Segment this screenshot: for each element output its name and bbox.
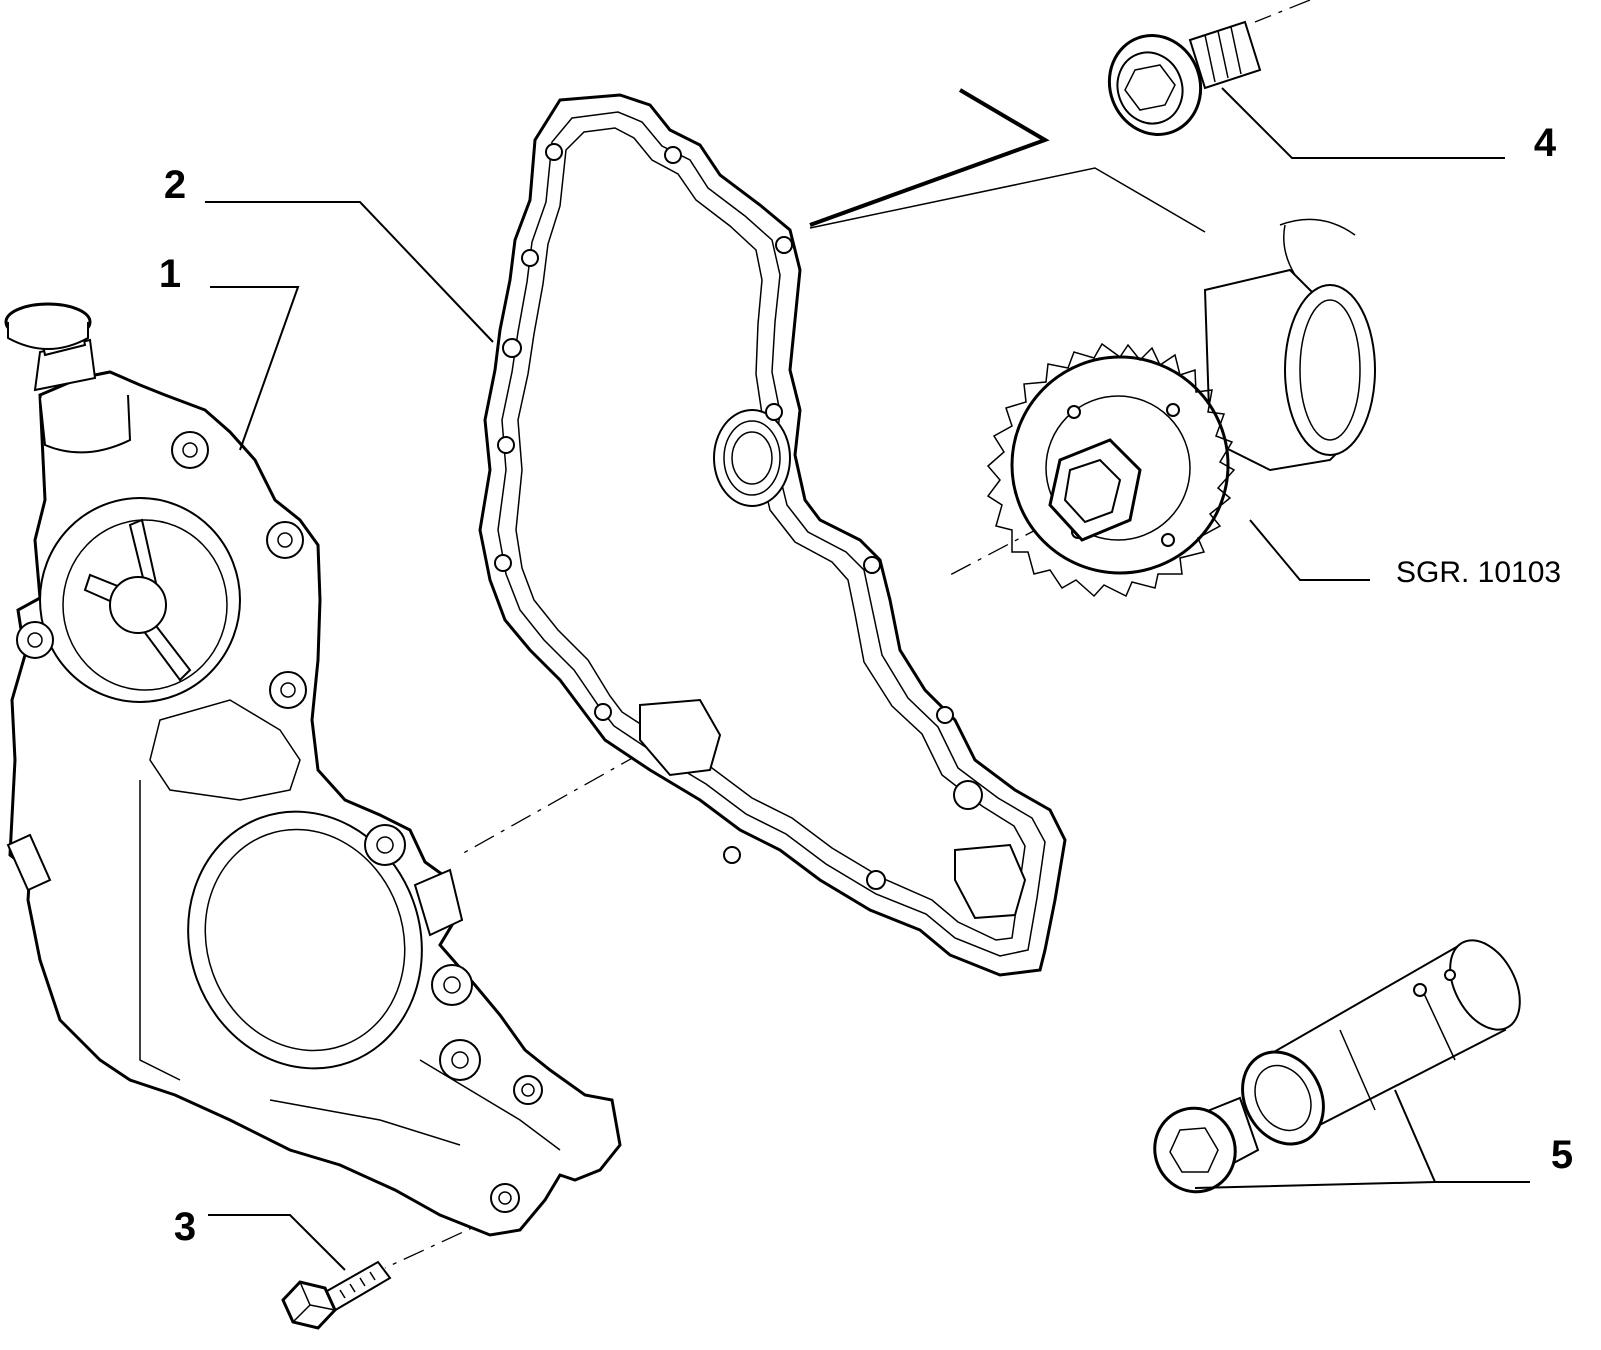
leader-3 xyxy=(208,1214,346,1271)
reference-sgr-label: SGR. 10103 xyxy=(1396,556,1561,589)
callout-4: 4 xyxy=(1534,121,1557,165)
leader-1 xyxy=(210,286,300,451)
leader-lines xyxy=(205,87,1530,1271)
leader-ref xyxy=(1249,519,1370,581)
part-4-socket-screw xyxy=(1107,20,1262,136)
leader-2 xyxy=(205,201,494,343)
part-5-pin-and-plug xyxy=(1153,939,1521,1194)
gasket-pointer xyxy=(809,88,1050,227)
callout-2: 2 xyxy=(164,163,186,207)
part-1-pump-housing xyxy=(4,302,622,1237)
callout-3: 3 xyxy=(174,1205,196,1249)
callout-5: 5 xyxy=(1551,1133,1573,1177)
callout-1: 1 xyxy=(159,252,181,296)
gear-assembly xyxy=(986,218,1376,598)
leader-5 xyxy=(1194,1089,1530,1189)
part-2-gasket xyxy=(478,93,1067,977)
callout-labels: 1 2 3 4 5 SGR. 10103 xyxy=(159,121,1573,1249)
part-3-bolt xyxy=(281,1260,392,1330)
leader-4 xyxy=(1221,87,1505,159)
shaft-pointer xyxy=(809,167,1206,233)
